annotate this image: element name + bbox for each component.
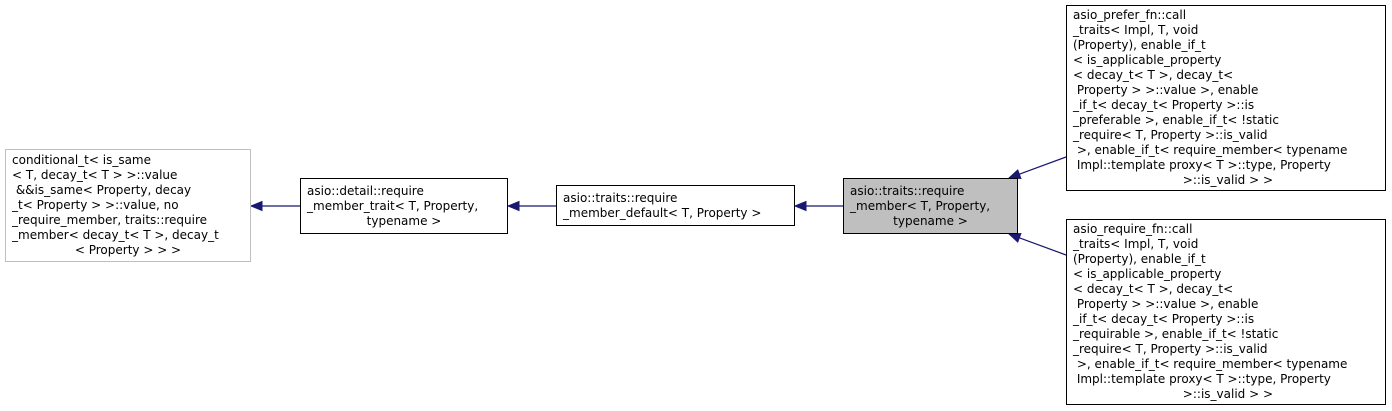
node-line: >::is_valid > > xyxy=(1178,387,1274,401)
node-conditional-base[interactable]: conditional_t< is_same < T, decay_t< T >… xyxy=(5,149,251,262)
node-line: _member_trait< T, Property, xyxy=(307,198,479,213)
node-line: &&is_same< Property, decay xyxy=(12,183,192,197)
node-line: Property > >::value >, enable xyxy=(1073,83,1259,97)
edge-line xyxy=(1019,156,1067,175)
node-line: _preferable >, enable_if_t< !static xyxy=(1073,113,1279,127)
node-line: < decay_t< T >, decay_t< xyxy=(1073,68,1234,82)
node-line: _member_default< T, Property > xyxy=(563,205,762,220)
node-line: _require_member, traits::require xyxy=(12,213,208,227)
node-line: < Property > > > xyxy=(74,243,182,257)
node-line: >, enable_if_t< require_member< typename xyxy=(1073,143,1348,157)
node-line: _traits< Impl, T, void xyxy=(1073,237,1199,251)
node-line: _require< T, Property >::is_valid xyxy=(1073,342,1268,356)
node-prefer-fn-call-traits[interactable]: asio_prefer_fn::call _traits< Impl, T, v… xyxy=(1066,5,1386,191)
arrowhead xyxy=(793,200,807,212)
arrowhead xyxy=(506,200,520,212)
edge-require-to-focus xyxy=(1007,233,1067,256)
edge-focus-to-default xyxy=(793,200,843,212)
arrowhead xyxy=(249,200,263,212)
node-line: _member< decay_t< T >, decay_t xyxy=(12,228,219,242)
node-line: >, enable_if_t< require_member< typename xyxy=(1073,357,1348,371)
node-line: _member< T, Property, xyxy=(850,198,991,213)
node-line: < is_applicable_property xyxy=(1073,267,1222,281)
node-line: _require< T, Property >::is_valid xyxy=(1073,128,1268,142)
node-line: >::is_valid > > xyxy=(1178,173,1274,187)
node-line: conditional_t< is_same xyxy=(12,153,152,167)
node-line: _t< Property > >::value, no xyxy=(12,198,179,212)
edge-default-to-detail xyxy=(506,200,556,212)
node-detail-require-member-trait[interactable]: asio::detail::require _member_trait< T, … xyxy=(300,178,508,234)
node-line: Impl::template proxy< T >::type, Propert… xyxy=(1073,372,1331,386)
arrowhead xyxy=(1007,233,1022,243)
node-line: asio_prefer_fn::call xyxy=(1073,8,1187,22)
edge-prefer-to-focus xyxy=(1007,156,1067,179)
node-line: typename > xyxy=(366,213,442,228)
node-line: _if_t< decay_t< Property >::is xyxy=(1073,98,1255,112)
node-line: _requirable >, enable_if_t< !static xyxy=(1073,327,1279,341)
node-line: _traits< Impl, T, void xyxy=(1073,23,1199,37)
node-line: (Property), enable_if_t xyxy=(1073,38,1206,52)
node-line: (Property), enable_if_t xyxy=(1073,252,1206,266)
node-require-fn-call-traits[interactable]: asio_require_fn::call _traits< Impl, T, … xyxy=(1066,219,1386,405)
node-line: _if_t< decay_t< Property >::is xyxy=(1073,312,1255,326)
node-require-member-default[interactable]: asio::traits::require _member_default< T… xyxy=(556,185,795,226)
node-line: asio::traits::require xyxy=(850,183,965,198)
node-line: asio::detail::require xyxy=(307,183,424,198)
node-line: < T, decay_t< T > >::value xyxy=(12,168,178,182)
node-line: < is_applicable_property xyxy=(1073,53,1222,67)
node-line: asio_require_fn::call xyxy=(1073,222,1193,236)
node-require-member-focus[interactable]: asio::traits::require _member< T, Proper… xyxy=(843,178,1018,234)
node-line: asio::traits::require xyxy=(563,190,678,205)
node-line: typename > xyxy=(893,213,968,228)
node-line: Impl::template proxy< T >::type, Propert… xyxy=(1073,158,1331,172)
edge-detail-to-conditional xyxy=(249,200,300,212)
node-line: Property > >::value >, enable xyxy=(1073,297,1259,311)
edge-line xyxy=(1019,237,1067,256)
node-line: < decay_t< T >, decay_t< xyxy=(1073,282,1234,296)
